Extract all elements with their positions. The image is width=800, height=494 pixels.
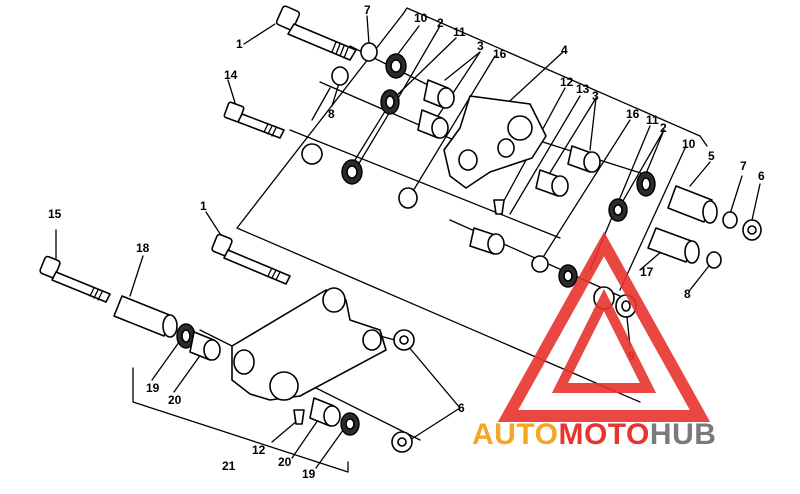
bearing-10-right [558,264,578,288]
watermark-auto: AUTO [472,418,558,451]
washer-12 [301,143,323,165]
bushing-3-a [423,79,455,109]
tube-17 [647,227,700,264]
bushing-3-c [567,145,601,173]
bushing-20 [189,331,221,361]
bearing-10 [385,53,407,79]
callout-8: 8 [684,287,691,301]
bearing-11 [341,159,363,185]
bearing-2-right [636,171,656,197]
callout-15: 15 [48,207,62,221]
bearing-11-right [608,198,628,222]
callout-1: 1 [200,199,207,213]
nut-6-lower [391,431,413,453]
grease-nipple-lower [293,409,305,425]
callout-3: 3 [477,39,484,53]
callout-7: 7 [740,159,747,173]
callout-12: 12 [560,75,574,89]
nut-6-right [742,219,762,241]
callout-19: 19 [302,467,316,481]
callout-8: 8 [328,107,335,121]
callout-2: 2 [660,121,667,135]
callout-2: 2 [437,16,444,30]
seal-9-b [615,294,637,318]
bearing-2 [380,89,400,115]
rocker-4 [443,95,547,189]
callout-20: 20 [278,455,292,469]
callout-12: 12 [252,443,266,457]
callout-14: 14 [224,68,238,82]
washer-7-right [722,211,738,229]
lower-linkage-group [39,233,415,453]
callout-3: 3 [592,89,599,103]
callout-21: 21 [222,459,236,473]
bushing-lower-a [469,227,505,255]
watermark-hub: HUB [650,418,717,451]
callout-16: 16 [626,107,640,121]
callout-5: 5 [708,149,715,163]
spacer-8-right [706,251,722,269]
tube-18 [113,295,178,338]
callout-11: 11 [646,113,659,127]
circlip-16-right [531,255,549,273]
watermark-moto: MOTO [558,418,649,451]
bolt-1-upper [275,5,357,61]
bolt-14 [223,101,285,139]
watermark-text: AUTOMOTOHUB [472,418,716,451]
watermark-triangle-inner [551,288,657,393]
bushing-20-lower [309,397,341,427]
callout-10: 10 [414,11,428,25]
circlip-16 [398,187,418,209]
bolt-1-lower [211,233,291,285]
bushing-3-b [417,109,449,139]
callout-13: 13 [576,82,590,96]
bolt-15 [39,255,111,303]
callout-10: 10 [682,137,696,151]
spacer-8 [331,66,349,86]
callout-18: 18 [136,241,150,255]
callout-1: 1 [236,37,243,51]
automotohub-watermark: AUTOMOTOHUB [472,231,716,451]
callout-16: 16 [493,47,507,61]
callout-6: 6 [458,401,465,415]
link-21 [231,287,387,401]
washer-7 [360,42,378,62]
callout-4: 4 [561,43,568,57]
callout-19: 19 [146,381,160,395]
bearing-19-lower [340,412,360,436]
callout-6: 6 [758,169,765,183]
watermark-triangle-outer [497,231,711,422]
callout-17: 17 [640,265,654,279]
callout-7: 7 [364,3,371,17]
bushing-3-d [535,169,569,197]
upper-linkage-group [223,5,762,318]
callout-11: 11 [453,25,466,39]
grease-nipple-upper [493,199,505,215]
nut-6-upper [393,329,415,351]
callout-20: 20 [168,393,182,407]
tube-5 [667,185,718,224]
